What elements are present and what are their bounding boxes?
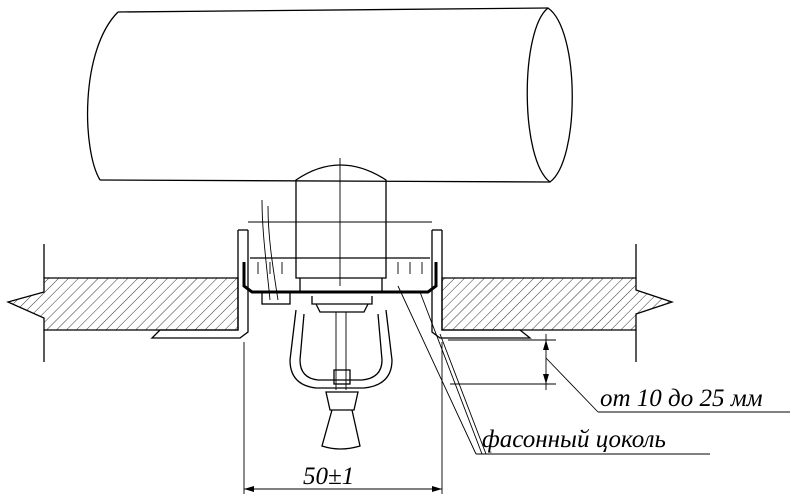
diameter-label: 50±1: [303, 463, 354, 490]
ceiling-slab-right: [441, 244, 675, 362]
dimension-diameter: [243, 342, 443, 494]
sprinkler-head: [289, 296, 393, 450]
clearance-label: от 10 до 25 мм: [600, 385, 763, 412]
supply-pipe: [86, 7, 573, 183]
base-leaders: [397, 285, 710, 455]
wires: [261, 199, 291, 305]
base-label: фасонный цоколь: [482, 426, 666, 453]
decorative-base: [150, 221, 532, 339]
pipe-fitting: [295, 158, 387, 293]
ceiling-slab-left: [6, 244, 239, 362]
dimension-clearance: [448, 334, 790, 413]
